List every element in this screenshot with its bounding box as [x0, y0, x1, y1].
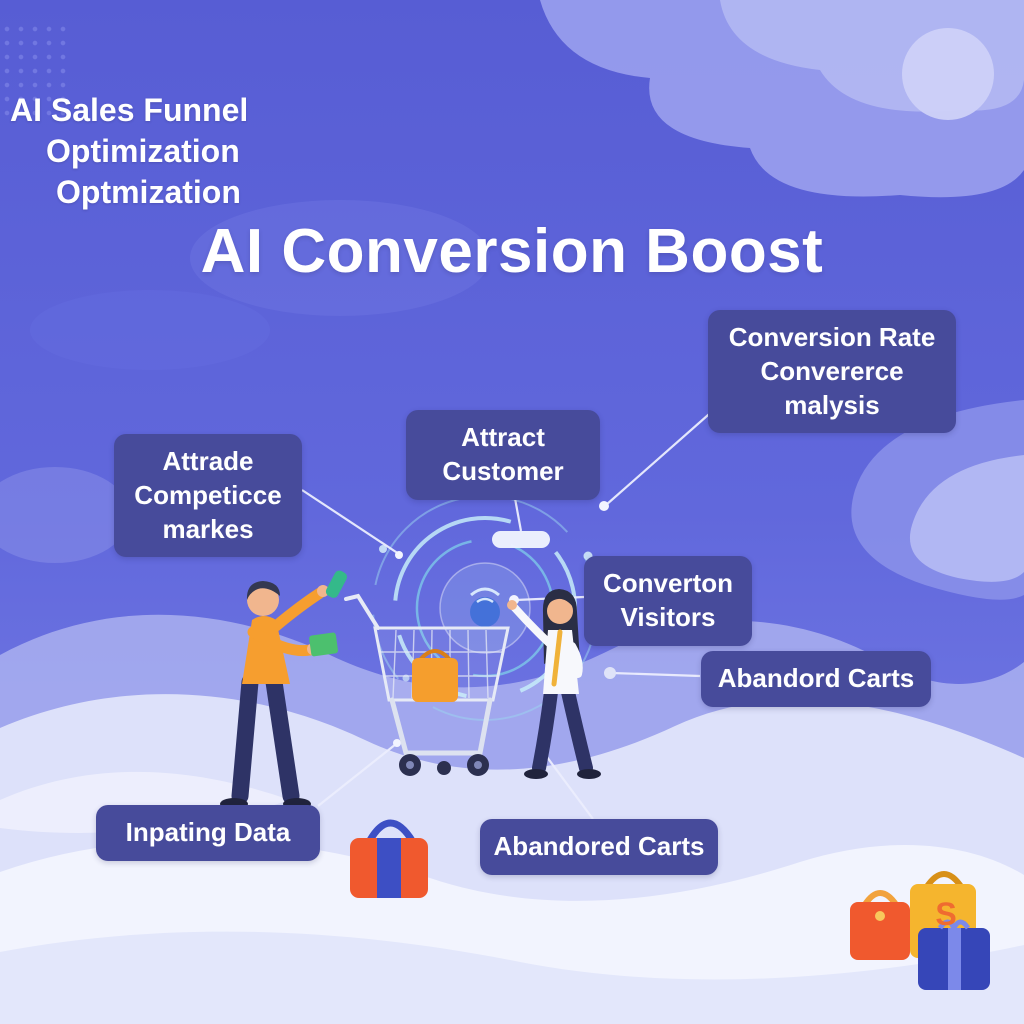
- cloud-shapes: [0, 0, 1024, 600]
- green-card: [309, 632, 339, 657]
- ai-core-icon: [470, 597, 500, 627]
- label-conversion-rate-analysis: Conversion Rate Convererce malysis: [708, 310, 956, 434]
- orange-bag: [850, 902, 910, 960]
- cart-bag-handle: [418, 649, 452, 662]
- label-attrade-competicce: Attrade Competicce markes: [114, 434, 302, 558]
- shopping-cart: [344, 593, 510, 776]
- striped-shopping-bag: [350, 819, 428, 898]
- header-line-1: AI Sales Funnel: [10, 92, 249, 128]
- header-line-2: Optimization: [46, 133, 240, 169]
- cart-bag: [412, 658, 458, 702]
- label-abandored-carts: Abandored Carts: [480, 819, 718, 875]
- yellow-bag-monogram: S: [935, 896, 957, 932]
- green-bottle: [325, 570, 347, 598]
- main-title: AI Conversion Boost: [200, 217, 824, 286]
- header-line-3: Optmization: [56, 174, 241, 210]
- label-abandord-carts: Abandord Carts: [701, 651, 931, 707]
- woman-figure: [507, 589, 601, 779]
- label-attract-customer: Attract Customer: [406, 410, 600, 500]
- bottom-right-bags: [850, 871, 990, 990]
- dot-grid-pattern: [0, 22, 74, 116]
- circle-top-pill: [492, 531, 550, 548]
- label-converton-visitors: Converton Visitors: [584, 556, 752, 646]
- yellow-tie: [551, 629, 563, 687]
- connector-dots: [393, 501, 616, 747]
- label-inpating-data: Inpating Data: [96, 805, 320, 861]
